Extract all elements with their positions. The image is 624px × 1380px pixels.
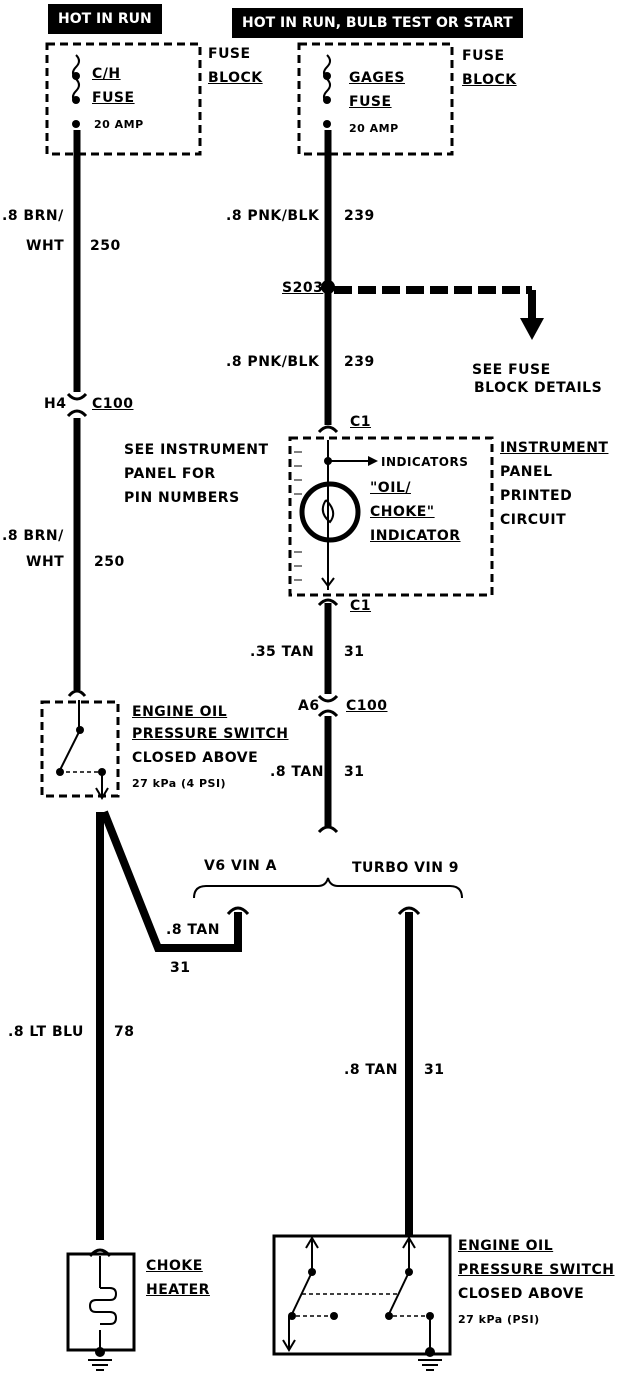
- wire-31-v6-branch: [100, 810, 242, 952]
- note-fuse-details-1: SEE FUSE: [472, 362, 551, 378]
- connector-c1-top: C1: [350, 414, 372, 430]
- wire-239-upper-label: .8 PNK/BLK: [226, 208, 320, 224]
- note-pin-1: SEE INSTRUMENT: [124, 442, 269, 458]
- fuse-right-block2: BLOCK: [462, 72, 517, 88]
- wire-250-lower-num: 250: [94, 554, 125, 570]
- wire-250-lower-label-b: WHT: [26, 554, 65, 570]
- fuse-right-rating: 20 AMP: [349, 122, 399, 135]
- instrument-indicators-label: INDICATORS: [381, 455, 469, 469]
- fuse-right-name1: GAGES: [349, 70, 405, 86]
- connector-c100-right: C100: [346, 698, 388, 714]
- switch-left-l3: CLOSED ABOVE: [132, 750, 259, 766]
- wire-250-upper-label-b: WHT: [26, 238, 65, 254]
- splice-s203: [321, 280, 335, 294]
- switch-left-l1: ENGINE OIL: [132, 704, 228, 720]
- vin-v6-label: V6 VIN A: [204, 858, 277, 874]
- wire-250-upper-label-a: .8 BRN/: [2, 208, 64, 224]
- fuse-left-block2: BLOCK: [208, 70, 263, 86]
- choke-heater-l2: HEATER: [146, 1282, 210, 1298]
- connector-a6: A6: [298, 698, 320, 714]
- oil-choke-label-3: INDICATOR: [370, 528, 461, 544]
- wire-31-d-label: .8 TAN: [344, 1062, 398, 1078]
- wire-250-lower-label-a: .8 BRN/: [2, 528, 64, 544]
- arrow-down-icon: [520, 318, 544, 340]
- note-fuse-details-2: BLOCK DETAILS: [474, 380, 603, 396]
- fuse-block-left-outline: [45, 42, 202, 156]
- note-pin-3: PIN NUMBERS: [124, 490, 240, 506]
- ground-right-icon: [418, 1359, 442, 1371]
- switch-left-l4: 27 kPa (4 PSI): [132, 777, 227, 790]
- switch-right-l3: CLOSED ABOVE: [458, 1286, 585, 1302]
- fuse-right-block1: FUSE: [462, 48, 505, 64]
- fuse-left-name2: FUSE: [92, 90, 135, 106]
- fuse-left-block1: FUSE: [208, 46, 251, 62]
- instrument-panel-label-4: CIRCUIT: [500, 512, 567, 528]
- wire-31-a-label: .35 TAN: [250, 644, 315, 660]
- ground-left-icon: [88, 1359, 112, 1371]
- header-hot-in-run: HOT IN RUN: [48, 4, 162, 34]
- connector-c100-left: C100: [92, 396, 134, 412]
- wire-31-b-num: 31: [344, 764, 365, 780]
- oil-switch-right-outline: [272, 1234, 452, 1356]
- wire-239-lower-label: .8 PNK/BLK: [226, 354, 320, 370]
- vin-bracket: [193, 877, 463, 899]
- fuse-right-name2: FUSE: [349, 94, 392, 110]
- wire-31-c-num: 31: [170, 960, 191, 976]
- wire-31-d-num: 31: [424, 1062, 445, 1078]
- fuse-left-name1: C/H: [92, 66, 121, 82]
- switch-right-l4: 27 kPa (PSI): [458, 1313, 540, 1326]
- wire-78-label: .8 LT BLU: [8, 1024, 84, 1040]
- wire-239-lower-num: 239: [344, 354, 375, 370]
- heater-element-icon: [88, 1287, 118, 1325]
- vin-turbo-label: TURBO VIN 9: [352, 860, 460, 876]
- connector-h4: H4: [44, 396, 67, 412]
- note-pin-2: PANEL FOR: [124, 466, 216, 482]
- splice-s203-label: S203: [282, 280, 324, 296]
- switch-right-l1: ENGINE OIL: [458, 1238, 554, 1254]
- oil-choke-label-1: "OIL/: [370, 480, 411, 496]
- fuse-left-rating: 20 AMP: [94, 118, 144, 131]
- connector-c1-bottom: C1: [350, 598, 372, 614]
- instrument-panel-outline: [288, 436, 494, 597]
- header-hot-in-run-bulb-test: HOT IN RUN, BULB TEST OR START: [232, 8, 523, 38]
- wire-239-upper-num: 239: [344, 208, 375, 224]
- wire-31-a-num: 31: [344, 644, 365, 660]
- instrument-panel-label-3: PRINTED: [500, 488, 573, 504]
- fuse-block-right-outline: [297, 42, 454, 156]
- instrument-panel-label-1: INSTRUMENT: [500, 440, 609, 456]
- choke-heater-l1: CHOKE: [146, 1258, 203, 1274]
- switch-left-l2: PRESSURE SWITCH: [132, 726, 289, 742]
- instrument-panel-label-2: PANEL: [500, 464, 553, 480]
- wire-31-c-label: .8 TAN: [166, 922, 220, 938]
- oil-choke-bulb-icon: [299, 481, 361, 543]
- oil-choke-label-2: CHOKE": [370, 504, 435, 520]
- switch-right-l2: PRESSURE SWITCH: [458, 1262, 615, 1278]
- wire-78-num: 78: [114, 1024, 135, 1040]
- oil-switch-left-outline: [40, 700, 120, 798]
- wire-31-b-label: .8 TAN: [270, 764, 324, 780]
- wire-250-upper-num: 250: [90, 238, 121, 254]
